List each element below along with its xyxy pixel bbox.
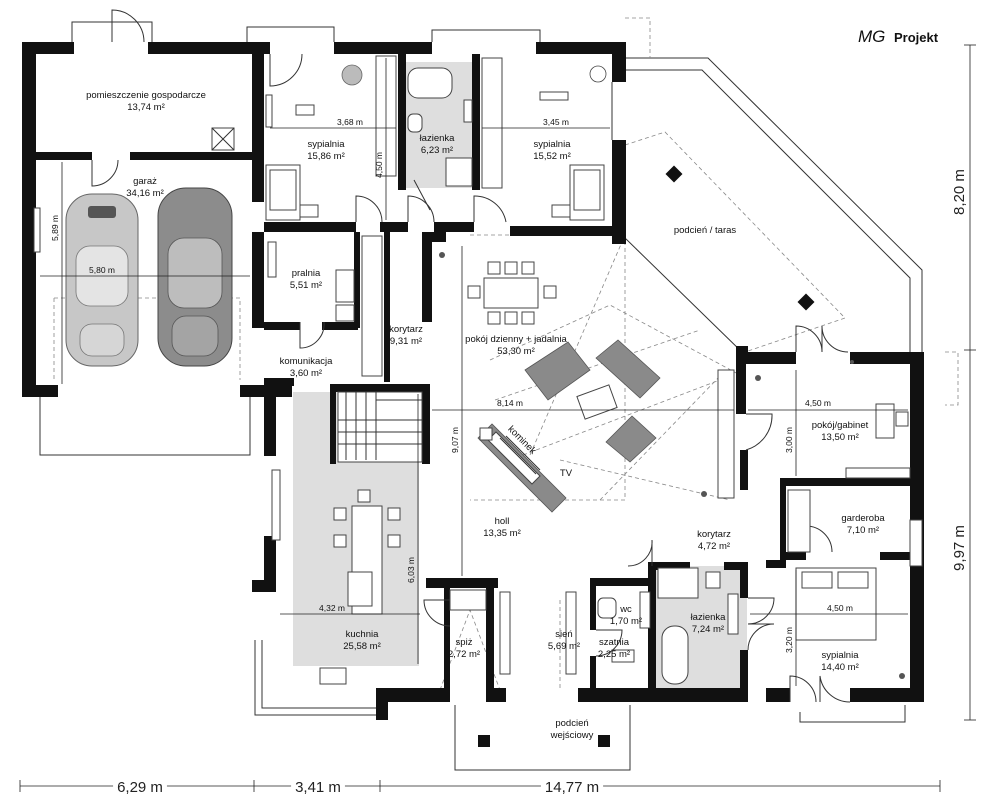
dim-label-backing (113, 778, 167, 797)
room-area-cloakroom: 2,25 m² (598, 649, 630, 660)
room-area-communication: 3,60 m² (290, 368, 322, 379)
car-left (65, 193, 139, 367)
room-name-bathroom1: łazienka (420, 133, 456, 144)
dim-office-width: 4,50 m (805, 398, 831, 408)
room-name-entrance: podcień (555, 718, 588, 729)
room-name-pantry: spiż (456, 637, 473, 648)
room-name-wardrobe: garderoba (841, 513, 885, 524)
dim-bedroom3-height: 3,20 m (784, 627, 794, 653)
room-area-bedroom1: 15,86 m² (307, 151, 345, 162)
room-name-office: pokój/gabinet (812, 420, 869, 431)
room-labels: pomieszczenie gospodarcze 13,74 m² garaż… (86, 90, 885, 741)
dim-garage-height: 5,89 m (50, 215, 60, 241)
room-area-vestibule: 5,69 m² (548, 641, 580, 652)
dim-label-backing (950, 165, 969, 219)
dim-kitchen-width: 4,32 m (319, 603, 345, 613)
dim-overall-bottom-2: 3,41 m (295, 779, 341, 796)
room-area-bathroom2: 7,24 m² (692, 624, 724, 635)
room-name-cloakroom: szatnia (599, 637, 630, 648)
room-name-terrace: podcień / taras (674, 225, 737, 236)
logo-mg: MG (858, 27, 885, 46)
room-area-office: 13,50 m² (821, 432, 859, 443)
room-area-kitchen: 25,58 m² (343, 641, 381, 652)
dim-bedroom1-width: 3,68 m (337, 117, 363, 127)
room-name-bathroom2: łazienka (691, 612, 727, 623)
dimension-lines (19, 44, 976, 792)
room-name-hall: holl (495, 516, 510, 527)
dim-label-backing (291, 778, 345, 797)
room-name-corridor1: korytarz (389, 324, 423, 335)
dim-kitchen-height: 6,03 m (406, 557, 416, 583)
dim-living-width: 8,14 m (497, 398, 523, 408)
room-area-living: 53,30 m² (497, 346, 535, 357)
room-area-corridor1: 9,31 m² (390, 336, 422, 347)
dim-overall-right-bottom: 9,97 m (951, 525, 968, 571)
room-area-wc: 1,70 m² (610, 616, 642, 627)
dim-bedroom3-width: 4,50 m (827, 603, 853, 613)
room-name-utility: pomieszczenie gospodarcze (86, 90, 206, 101)
room-name-bedroom3: sypialnia (822, 650, 860, 661)
dim-label-backing (950, 521, 969, 575)
brand-logo: MG Projekt (858, 27, 939, 46)
room-name-vestibule: sień (555, 629, 572, 640)
room-area-bedroom3: 14,40 m² (821, 662, 859, 673)
dim-label-backing (540, 778, 604, 797)
room-name-kitchen: kuchnia (346, 629, 379, 640)
exterior-outlines (39, 17, 959, 771)
room-area-utility: 13,74 m² (127, 102, 165, 113)
door-arcs (91, 9, 851, 703)
room-name-corridor2: korytarz (697, 529, 731, 540)
room-name-laundry: pralnia (292, 268, 321, 279)
dim-living-height: 9,07 m (450, 427, 460, 453)
room-name-communication: komunikacja (280, 356, 334, 367)
room-area-corridor2: 4,72 m² (698, 541, 730, 552)
room-area-hall: 13,35 m² (483, 528, 521, 539)
room-area-laundry: 5,51 m² (290, 280, 322, 291)
dim-office-height: 3,00 m (784, 427, 794, 453)
furniture (33, 55, 923, 747)
room-name-bedroom1: sypialnia (308, 139, 346, 150)
room-name-bedroom2: sypialnia (534, 139, 572, 150)
room-name-entrance-2: wejściowy (550, 730, 594, 741)
dim-overall-bottom-3: 14,77 m (545, 779, 599, 796)
room-area-garage: 34,16 m² (126, 188, 164, 199)
dim-bedroom2-width: 3,45 m (543, 117, 569, 127)
room-area-bedroom2: 15,52 m² (533, 151, 571, 162)
dim-garage-width: 5,80 m (89, 265, 115, 275)
dim-overall-right-top: 8,20 m (951, 169, 968, 215)
car-right (157, 187, 233, 367)
dim-bedroom1-height: 4,50 m (374, 152, 384, 178)
dim-overall-bottom-1: 6,29 m (117, 779, 163, 796)
dimension-labels: 3,68 m 4,50 m 3,45 m 5,80 m 5,89 m 8,14 … (50, 117, 969, 797)
room-area-bathroom1: 6,23 m² (421, 145, 453, 156)
room-name-living: pokój dzienny + jadalnia (465, 334, 567, 345)
room-name-garage: garaż (133, 176, 157, 187)
room-area-wardrobe: 7,10 m² (847, 525, 879, 536)
room-area-pantry: 2,72 m² (448, 649, 480, 660)
room-name-wc: wc (619, 604, 632, 615)
label-tv: TV (560, 468, 573, 479)
logo-projekt: Projekt (894, 30, 939, 45)
